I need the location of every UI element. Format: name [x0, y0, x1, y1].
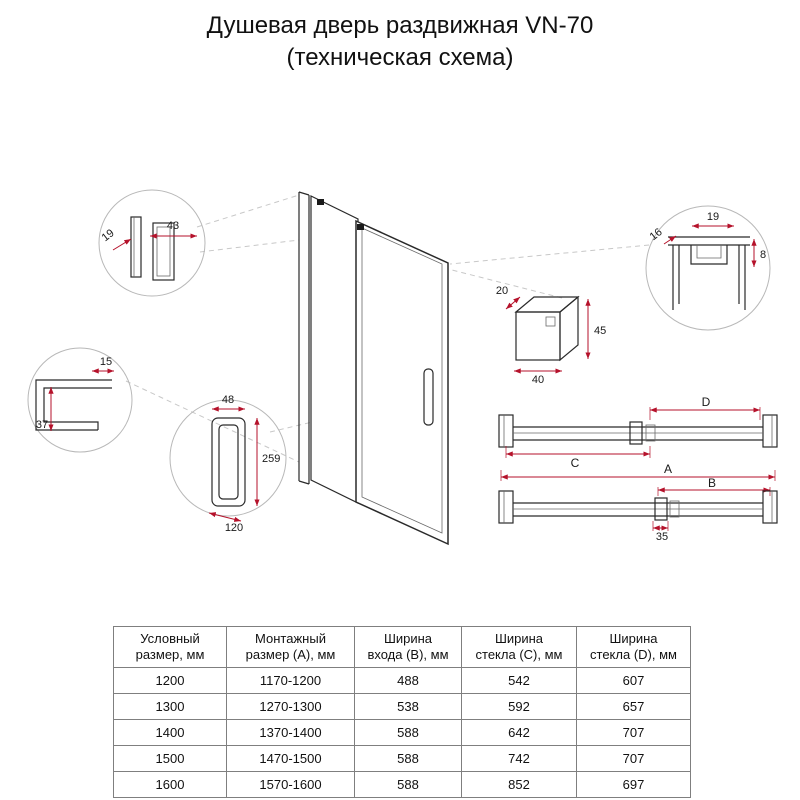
table-cell: 1570-1600 [226, 771, 355, 798]
dim-handle-height: 259 [262, 453, 280, 465]
table-row: 1300 1270-1300 538 592 657 [113, 693, 691, 720]
dim-offset-35: 35 [656, 531, 668, 543]
page-title: Душевая дверь раздвижная VN-70 (техничес… [0, 10, 800, 75]
table-cell: 642 [461, 719, 577, 746]
header-text: стекла (D), мм [590, 647, 677, 662]
header-text: Условный [140, 630, 200, 646]
door-handle [423, 368, 434, 426]
col-header-glass-width-d: Ширина стекла (D), мм [576, 626, 691, 668]
title-line-2: (техническая схема) [286, 44, 514, 72]
table-cell: 588 [354, 771, 462, 798]
table-cell: 538 [354, 693, 462, 720]
table-cell: 592 [461, 693, 577, 720]
header-text: Ширина [609, 630, 658, 646]
title-line-1: Душевая дверь раздвижная VN-70 [206, 12, 594, 39]
table-cell: 607 [576, 667, 691, 694]
table-cell: 657 [576, 693, 691, 720]
table-cell: 588 [354, 719, 462, 746]
dim-top-left-width: 43 [167, 220, 179, 232]
col-header-nominal-size: Условный размер, мм [113, 626, 227, 668]
dim-box-depth: 20 [496, 285, 508, 297]
table-cell: 852 [461, 771, 577, 798]
table-cell: 1300 [113, 693, 227, 720]
dim-label-b: B [708, 476, 716, 490]
table-cell: 588 [354, 745, 462, 772]
header-text: входа (В), мм [367, 647, 449, 662]
table-cell: 1370-1400 [226, 719, 355, 746]
section-view-bottom: A B 35 [498, 462, 778, 543]
table-header-row: Условный размер, мм Монтажный размер (А)… [113, 626, 691, 668]
col-header-entry-width: Ширина входа (В), мм [354, 626, 462, 668]
dim-top-right-height: 8 [760, 249, 766, 261]
table-cell: 707 [576, 745, 691, 772]
table-cell: 742 [461, 745, 577, 772]
dim-box-width: 40 [532, 374, 544, 386]
dim-label-d: D [702, 395, 711, 409]
detail-roller-box: 20 40 45 [496, 285, 606, 386]
main-door-view [298, 191, 449, 546]
dim-top-right-width: 19 [707, 211, 719, 223]
dim-handle-depth: 120 [225, 522, 243, 534]
col-header-mounting-size: Монтажный размер (А), мм [226, 626, 355, 668]
header-text: размер (А), мм [245, 647, 336, 662]
header-text: Ширина [383, 630, 433, 646]
dim-box-height: 45 [594, 325, 606, 337]
table-row: 1500 1470-1500 588 742 707 [113, 745, 691, 772]
top-bracket-right [357, 224, 364, 230]
table-cell: 1500 [113, 745, 227, 772]
table-cell: 542 [461, 667, 577, 694]
dim-bottom-profile-width: 15 [100, 356, 112, 368]
dim-bottom-profile-height: 37 [36, 419, 48, 431]
dim-top-left-depth: 19 [100, 227, 117, 244]
table-row: 1200 1170-1200 488 542 607 [113, 667, 691, 694]
table-cell: 1200 [113, 667, 227, 694]
table-cell: 1270-1300 [226, 693, 355, 720]
table-cell: 697 [576, 771, 691, 798]
detail-handle: 48 259 120 [169, 394, 287, 534]
table-cell: 488 [354, 667, 462, 694]
table-row: 1400 1370-1400 588 642 707 [113, 719, 691, 746]
col-header-glass-width-c: Ширина стекла (С), мм [461, 626, 577, 668]
section-view-top: D C [498, 395, 778, 470]
detail-wall-profile-top-left: 43 19 [98, 189, 206, 297]
dim-handle-width: 48 [222, 394, 234, 406]
detail-top-rail-profile: 19 16 8 [645, 205, 771, 331]
dim-label-a: A [664, 462, 672, 476]
top-bracket-left [317, 199, 324, 205]
table-cell: 1400 [113, 719, 227, 746]
header-text: Монтажный [255, 630, 326, 646]
header-text: Ширина [494, 630, 544, 646]
table-cell: 707 [576, 719, 691, 746]
dim-label-c: C [571, 456, 580, 470]
table-cell: 1470-1500 [226, 745, 355, 772]
table-cell: 1600 [113, 771, 227, 798]
header-text: размер, мм [135, 647, 205, 662]
detail-bottom-rail-profile: 15 37 [27, 347, 133, 453]
dim-top-right-depth: 16 [648, 226, 665, 243]
table-row: 1600 1570-1600 588 852 697 [113, 771, 691, 798]
table-cell: 1170-1200 [226, 667, 355, 694]
size-spec-table: Условный размер, мм Монтажный размер (А)… [113, 626, 691, 798]
header-text: стекла (С), мм [475, 647, 563, 662]
